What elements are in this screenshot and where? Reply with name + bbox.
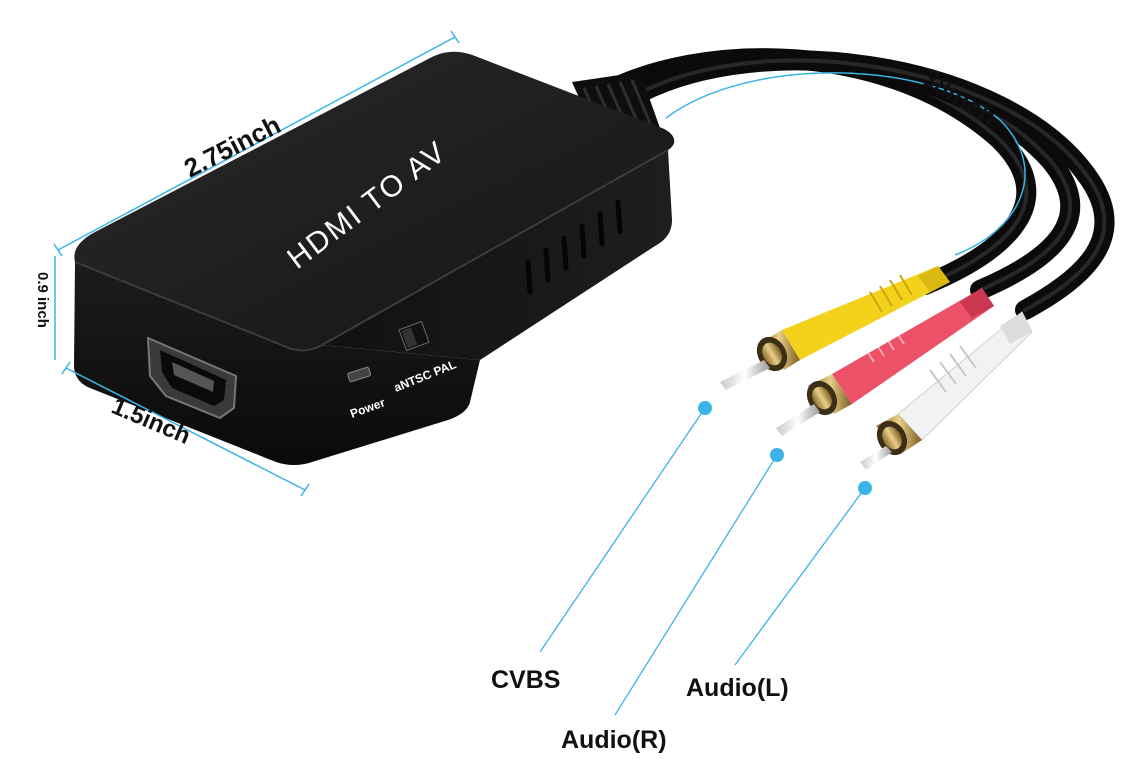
power-led — [347, 366, 371, 383]
rca-plug-audio-r — [776, 288, 994, 436]
converter-box: HDMI TO AV Power aNTSC PAL — [74, 51, 675, 465]
ntsc-pal-switch — [398, 320, 430, 352]
dimension-lines — [53, 30, 1026, 497]
rca-plug-cvbs — [720, 266, 950, 390]
height-label: 0.9 inch — [34, 272, 51, 328]
audio-l-label: Audio(L) — [686, 674, 789, 702]
rca-plug-audio-l — [860, 311, 1033, 470]
cable-bundle — [590, 48, 1115, 320]
callout-dots — [698, 401, 872, 495]
audio-r-label: Audio(R) — [561, 726, 667, 754]
hdmi-port — [146, 336, 238, 420]
callout-leaders — [539, 407, 866, 716]
side-vents — [525, 199, 623, 295]
cvbs-label: CVBS — [491, 666, 560, 694]
